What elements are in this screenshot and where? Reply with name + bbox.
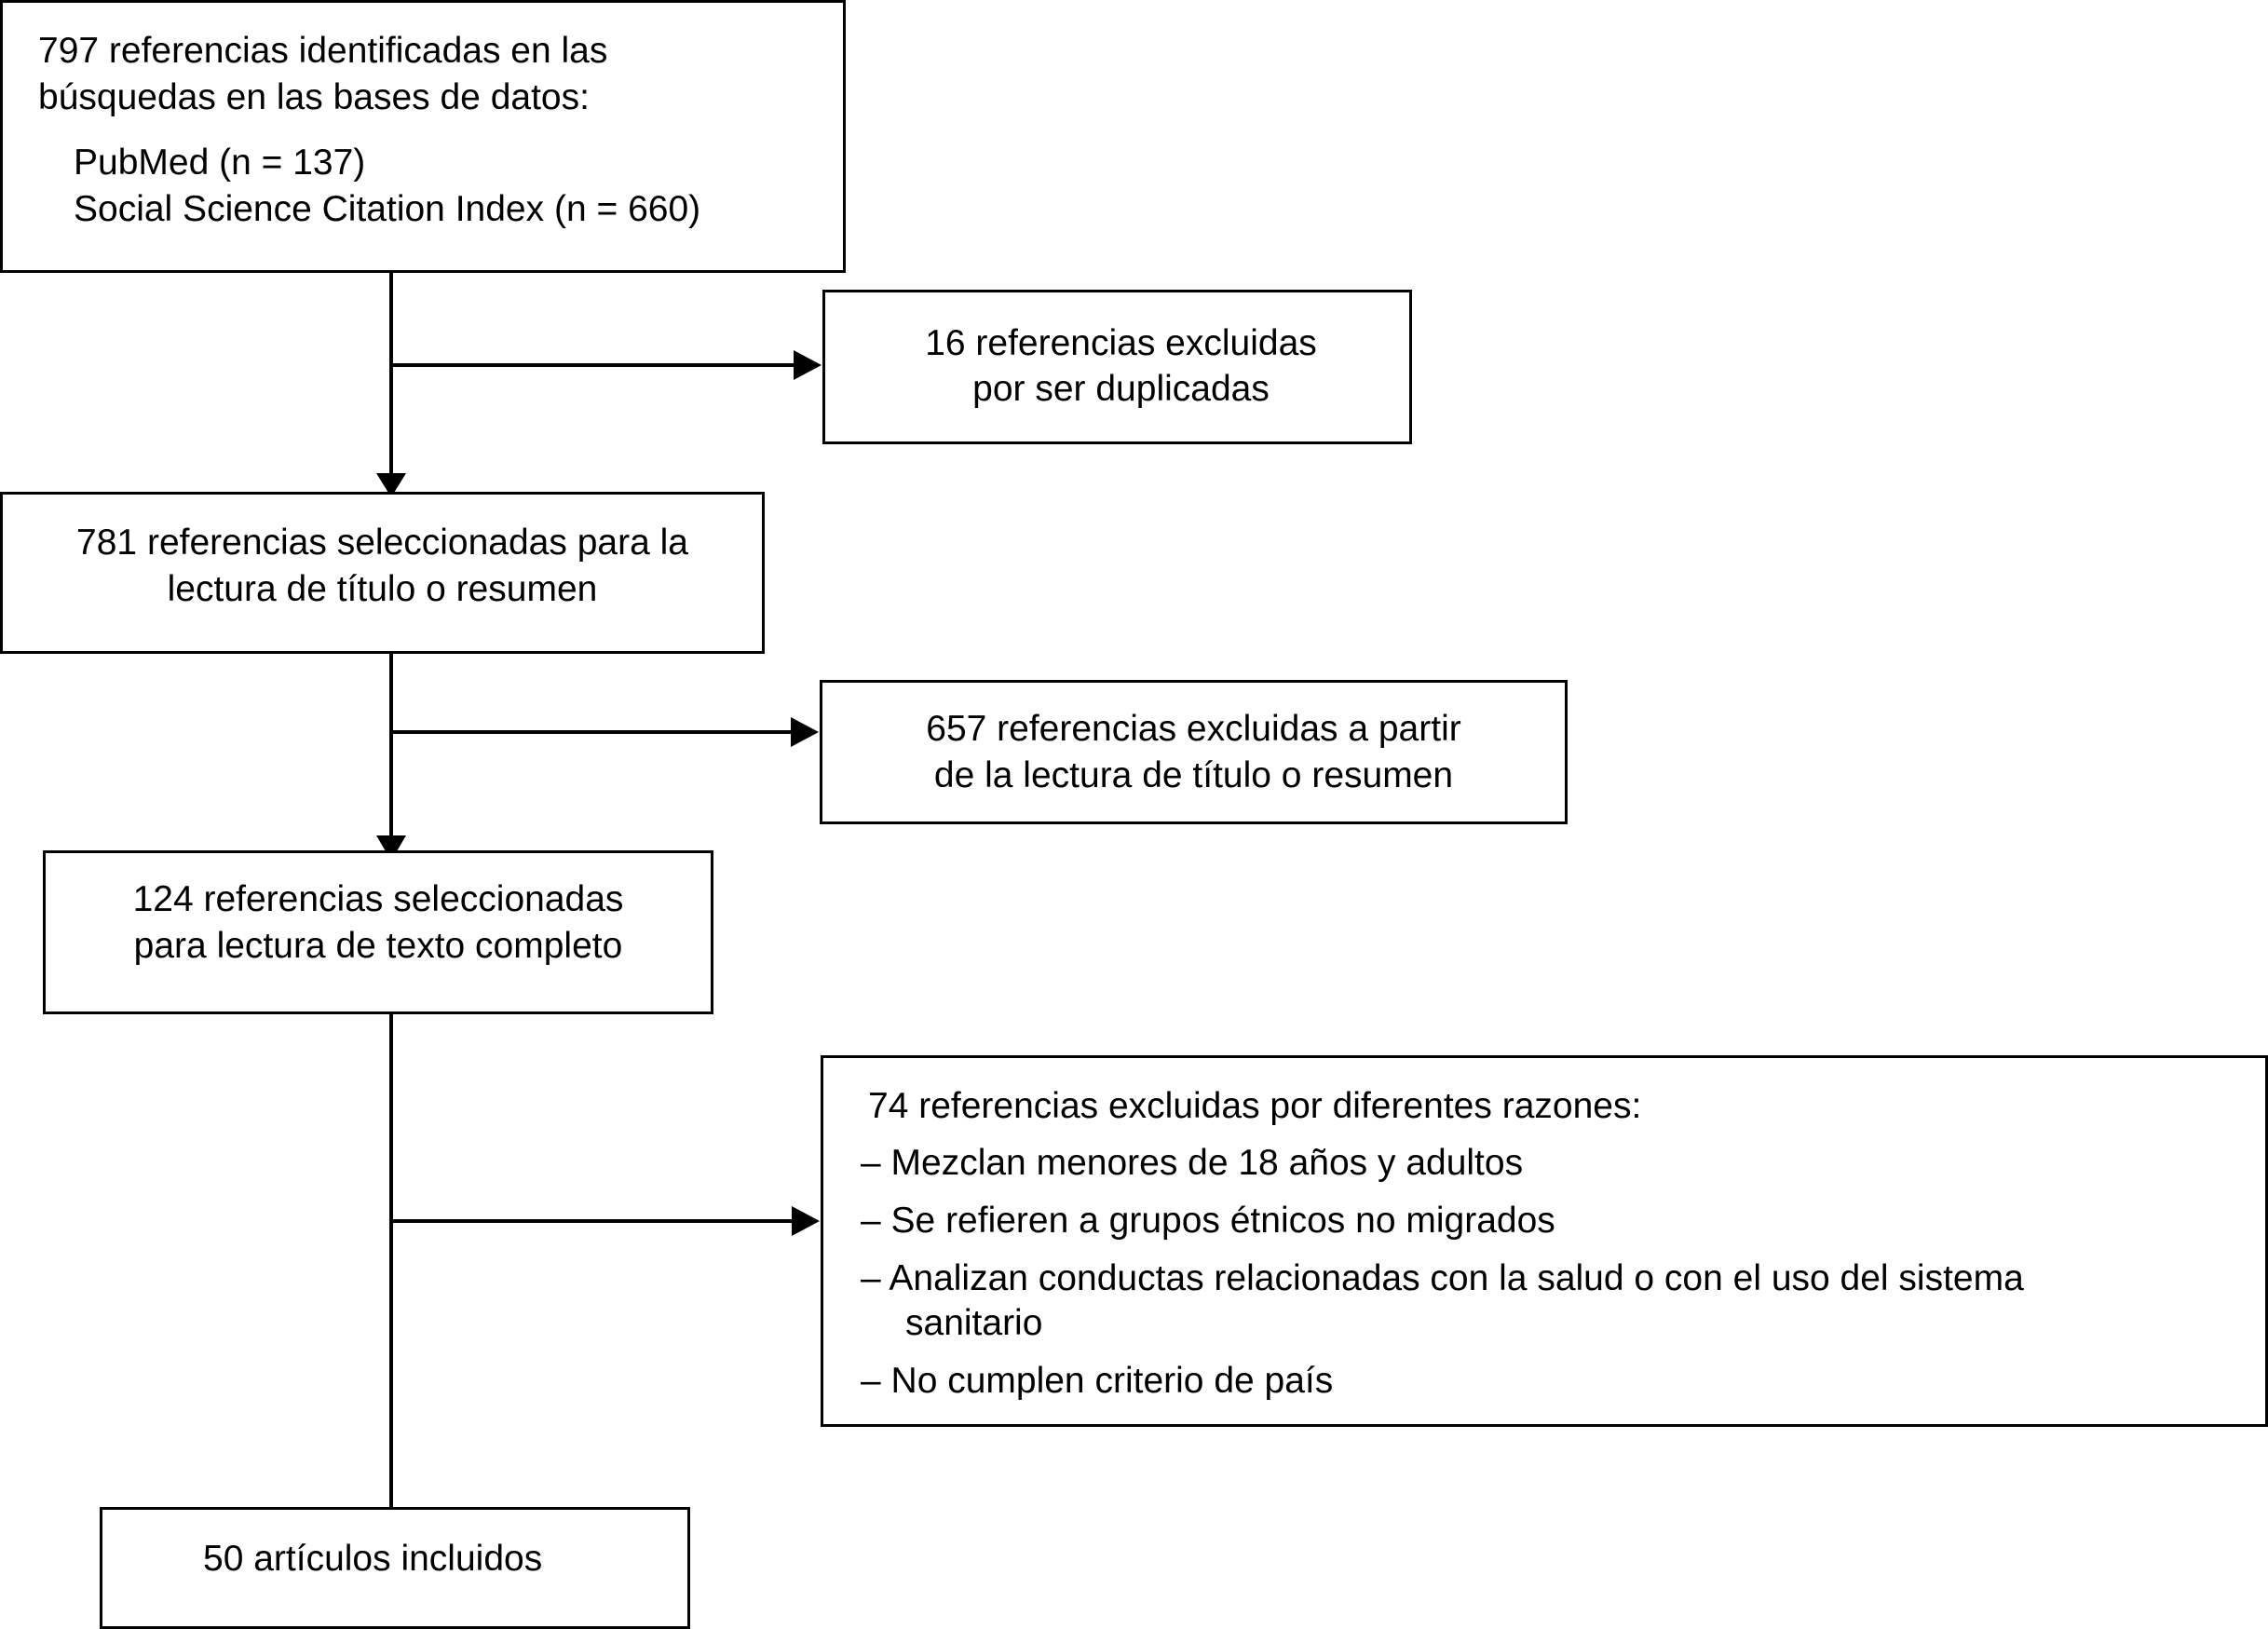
included-box: 50 artículos incluidos (100, 1507, 690, 1629)
fulltext-line-1: 124 referencias seleccionadas (132, 879, 624, 919)
duplicates-box: 16 referencias excluidas por ser duplica… (822, 290, 1412, 444)
duplicates-line-2: por ser duplicadas (972, 369, 1270, 409)
arrowhead-to-excluded-screening (791, 717, 819, 747)
exclusion-reason-continuation: sanitario (905, 1303, 1043, 1343)
fulltext-line-2: para lectura de texto completo (133, 926, 623, 966)
identified-line-2: búsquedas en las bases de datos: (38, 77, 590, 117)
arrowhead-to-excluded-fulltext (792, 1206, 820, 1236)
included-line-1: 50 artículos incluidos (203, 1539, 543, 1579)
source-pubmed: PubMed (n = 137) (74, 143, 366, 183)
exclusion-reason: – No cumplen criterio de país (861, 1361, 1334, 1401)
screened-line-1: 781 referencias seleccionadas para la (76, 523, 688, 563)
exclusion-reason: – Se refieren a grupos étnicos no migrad… (861, 1201, 1555, 1241)
excluded-fulltext-heading: 74 referencias excluidas por diferentes … (868, 1086, 1642, 1126)
arrowhead-to-duplicates (794, 350, 822, 380)
screened-box: 781 referencias seleccionadas para la le… (0, 492, 765, 654)
screened-line-2: lectura de título o resumen (167, 569, 598, 609)
excluded-screening-line-2: de la lectura de título o resumen (933, 755, 1454, 795)
arrowhead-to-fulltext (376, 835, 406, 861)
fulltext-box: 124 referencias seleccionadas para lectu… (43, 850, 713, 1014)
excluded-screening-box: 657 referencias excluidas a partir de la… (820, 680, 1568, 824)
source-ssci: Social Science Citation Index (n = 660) (74, 189, 701, 229)
identified-box: 797 referencias identificadas en las bús… (0, 0, 846, 273)
identified-line-1: 797 referencias identificadas en las (38, 31, 608, 71)
exclusion-reason: – Analizan conductas relacionadas con la… (861, 1258, 2024, 1298)
exclusion-reason: – Mezclan menores de 18 años y adultos (861, 1143, 1524, 1183)
excluded-screening-line-1: 657 referencias excluidas a partir (926, 709, 1461, 749)
excluded-fulltext-box: 74 referencias excluidas por diferentes … (821, 1055, 2268, 1427)
arrowhead-to-screened (376, 473, 406, 497)
duplicates-line-1: 16 referencias excluidas (925, 323, 1317, 363)
